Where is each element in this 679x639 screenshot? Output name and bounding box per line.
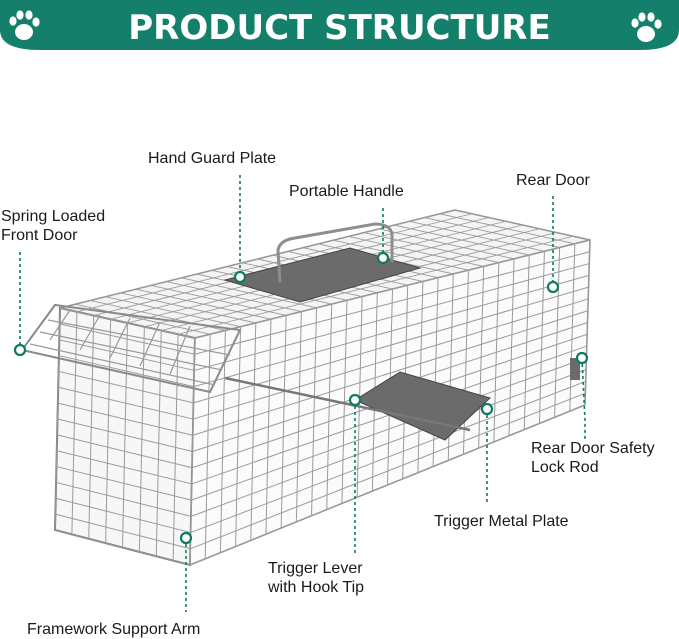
mesh-wire xyxy=(192,310,589,436)
mesh-wire xyxy=(58,355,195,388)
mesh-wire xyxy=(58,370,194,404)
label-trigger-lever-line2: with Hook Tip xyxy=(267,579,364,596)
mesh-wire xyxy=(194,263,590,371)
hand-guard-plate xyxy=(223,247,422,303)
mesh-wire xyxy=(54,529,191,566)
label-rear-lock-line1: Rear Door Safety xyxy=(531,440,655,457)
marker-spring-door xyxy=(13,343,27,357)
spring-front-door xyxy=(20,303,242,394)
mesh-wire xyxy=(55,481,192,517)
label-spring-door-line1: Spring Loaded xyxy=(1,208,105,225)
label-portable-handle: Portable Handle xyxy=(289,183,404,200)
banner: PRODUCT STRUCTURE xyxy=(0,0,679,50)
trigger-plate xyxy=(353,371,491,441)
mesh-wire xyxy=(193,286,589,404)
label-rear-door: Rear Door xyxy=(516,172,590,189)
rear-lock-rod xyxy=(570,358,580,380)
mesh-wire xyxy=(58,386,194,420)
paw-icon-right xyxy=(631,12,662,42)
portable-handle xyxy=(276,222,394,283)
mesh-wire xyxy=(56,466,192,501)
banner-title: PRODUCT STRUCTURE xyxy=(128,8,550,48)
spring-door-mesh xyxy=(29,309,231,386)
label-hand-guard-plate: Hand Guard Plate xyxy=(148,150,276,167)
mesh-wire xyxy=(76,213,472,313)
cage-illustration xyxy=(20,209,591,567)
leader-rear-lock xyxy=(581,357,586,440)
mesh-wire xyxy=(57,434,193,469)
mesh-wire xyxy=(57,402,193,436)
marker-rear-door xyxy=(546,280,560,294)
mesh-wire xyxy=(191,357,587,501)
label-spring-door-line2: Front Door xyxy=(1,227,78,244)
mesh-wire xyxy=(190,392,586,550)
mesh-wire xyxy=(194,251,590,355)
banner-shape xyxy=(0,0,679,50)
mesh-wire xyxy=(59,339,195,371)
mesh-wire xyxy=(194,239,591,339)
mesh-wire xyxy=(193,274,590,388)
mesh-wire xyxy=(57,418,193,452)
label-rear-lock-line2: Lock Rod xyxy=(531,459,599,476)
marker-trigger-plate xyxy=(480,402,494,416)
mesh-wire xyxy=(55,513,191,550)
marker-rear-lock xyxy=(575,351,589,365)
mesh-wire xyxy=(56,450,192,485)
label-framework-arm: Framework Support Arm xyxy=(27,621,200,638)
marker-framework-arm xyxy=(179,531,193,545)
mesh-wire xyxy=(190,380,586,534)
mesh-wire xyxy=(59,323,195,355)
markers xyxy=(13,251,589,545)
label-trigger-lever-line1: Trigger Lever xyxy=(268,560,363,577)
marker-hand-guard xyxy=(233,270,247,284)
mesh-wire xyxy=(178,235,574,335)
mesh-wire xyxy=(190,369,587,517)
marker-portable-handle xyxy=(376,251,390,265)
mesh-wire xyxy=(193,298,589,420)
leaders xyxy=(19,175,586,612)
mesh-wire xyxy=(55,497,191,534)
trigger-lever xyxy=(224,376,471,432)
paw-icon-left xyxy=(9,10,40,40)
mesh-wire xyxy=(189,404,586,566)
label-trigger-plate: Trigger Metal Plate xyxy=(434,513,569,530)
marker-trigger-lever xyxy=(348,393,362,407)
